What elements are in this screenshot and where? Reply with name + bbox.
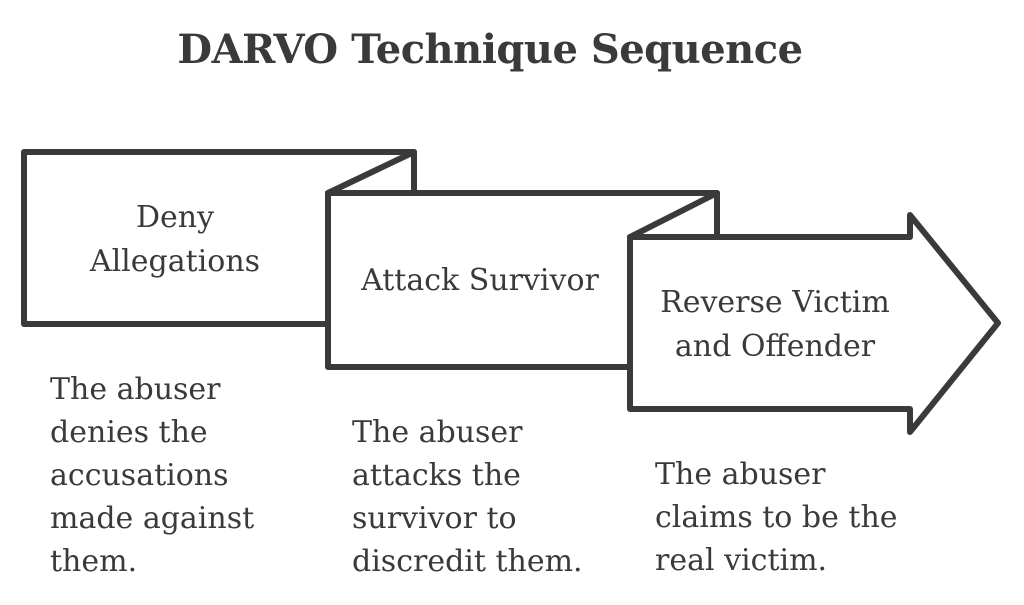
diagram-title: DARVO Technique Sequence [177, 26, 803, 73]
step-label-deny: Deny Allegations [89, 200, 261, 279]
step-label-reverse: Reverse Victim and Offender [660, 285, 890, 364]
step-description-deny: The abuser denies the accusations made a… [50, 372, 255, 579]
step-description-reverse: The abuser claims to be the real victim. [655, 457, 898, 578]
step-description-attack: The abuser attacks the survivor to discr… [352, 415, 583, 579]
reverse-victim-arrow [627, 212, 1001, 435]
step-label-attack: Attack Survivor [361, 263, 599, 298]
